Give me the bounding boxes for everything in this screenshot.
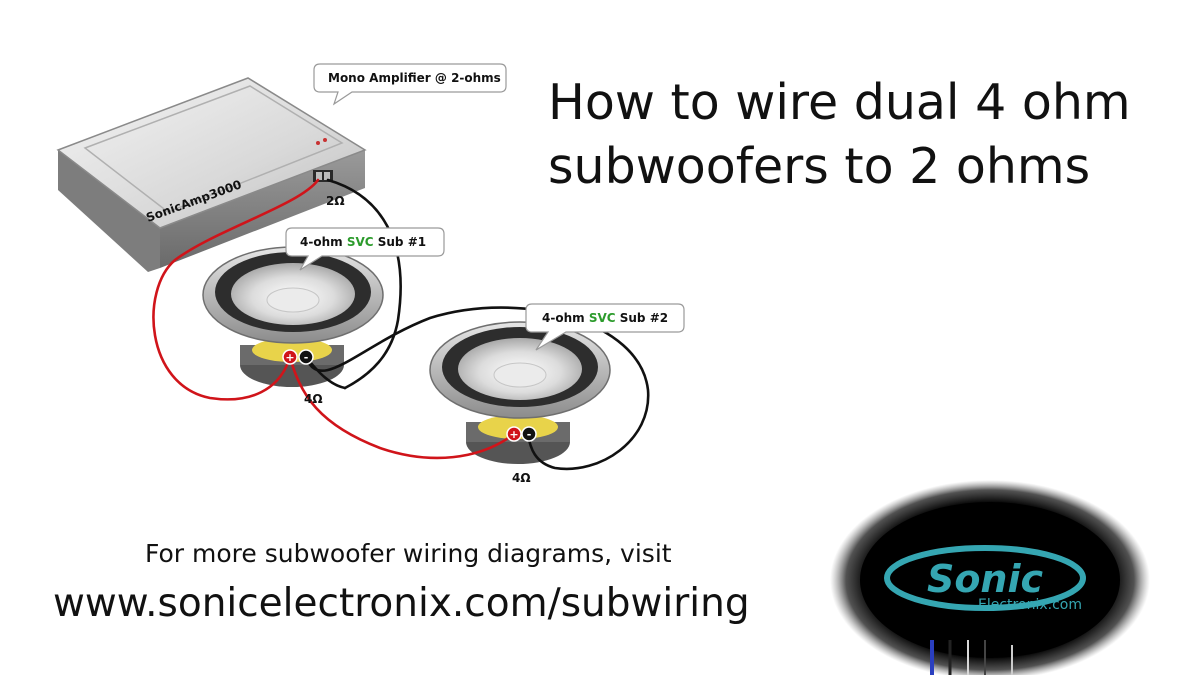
wiring	[152, 178, 650, 471]
sub1-positive-terminal: +	[285, 351, 294, 364]
sub2-label: 4-ohm SVC Sub #2	[542, 311, 668, 325]
subwoofer-2	[429, 321, 611, 464]
sub2-positive-terminal: +	[509, 428, 518, 441]
positive-wire-sub1-to-sub2	[288, 355, 516, 460]
sub1-callout: 4-ohm SVC Sub #1	[285, 227, 445, 271]
sub2-callout: 4-ohm SVC Sub #2	[525, 303, 685, 351]
page-title-line-2: subwoofers to 2 ohms	[548, 138, 1091, 195]
sub1-label: 4-ohm SVC Sub #1	[300, 235, 426, 249]
logo-subtext: Electronix.com	[978, 597, 1082, 613]
sub1-terminals: + -	[282, 349, 314, 365]
amplifier-load-label: 2Ω	[326, 194, 345, 208]
footer-text: For more subwoofer wiring diagrams, visi…	[145, 539, 672, 568]
subwoofer-1	[202, 246, 384, 387]
logo-name: Sonic	[927, 557, 1044, 601]
sub1-impedance-label: 4Ω	[304, 392, 323, 406]
positive-wire-amp-to-sub1	[152, 178, 320, 401]
footer-url: www.sonicelectronix.com/subwiring	[53, 581, 750, 626]
sub1-negative-terminal: -	[304, 351, 309, 364]
negative-wire-sub1-to-sub2	[304, 306, 650, 471]
sonic-electronix-logo: Sonic Electronix.com	[830, 480, 1150, 675]
amplifier-callout-text: Mono Amplifier @ 2-ohms	[328, 71, 501, 85]
sub2-negative-terminal: -	[527, 428, 532, 441]
sub2-impedance-label: 4Ω	[512, 471, 531, 485]
negative-wire-amp-to-sub2	[326, 178, 402, 390]
amplifier-callout: Mono Amplifier @ 2-ohms	[313, 63, 507, 106]
page-title-line-1: How to wire dual 4 ohm	[548, 74, 1131, 131]
sub2-terminals: + -	[506, 426, 537, 442]
